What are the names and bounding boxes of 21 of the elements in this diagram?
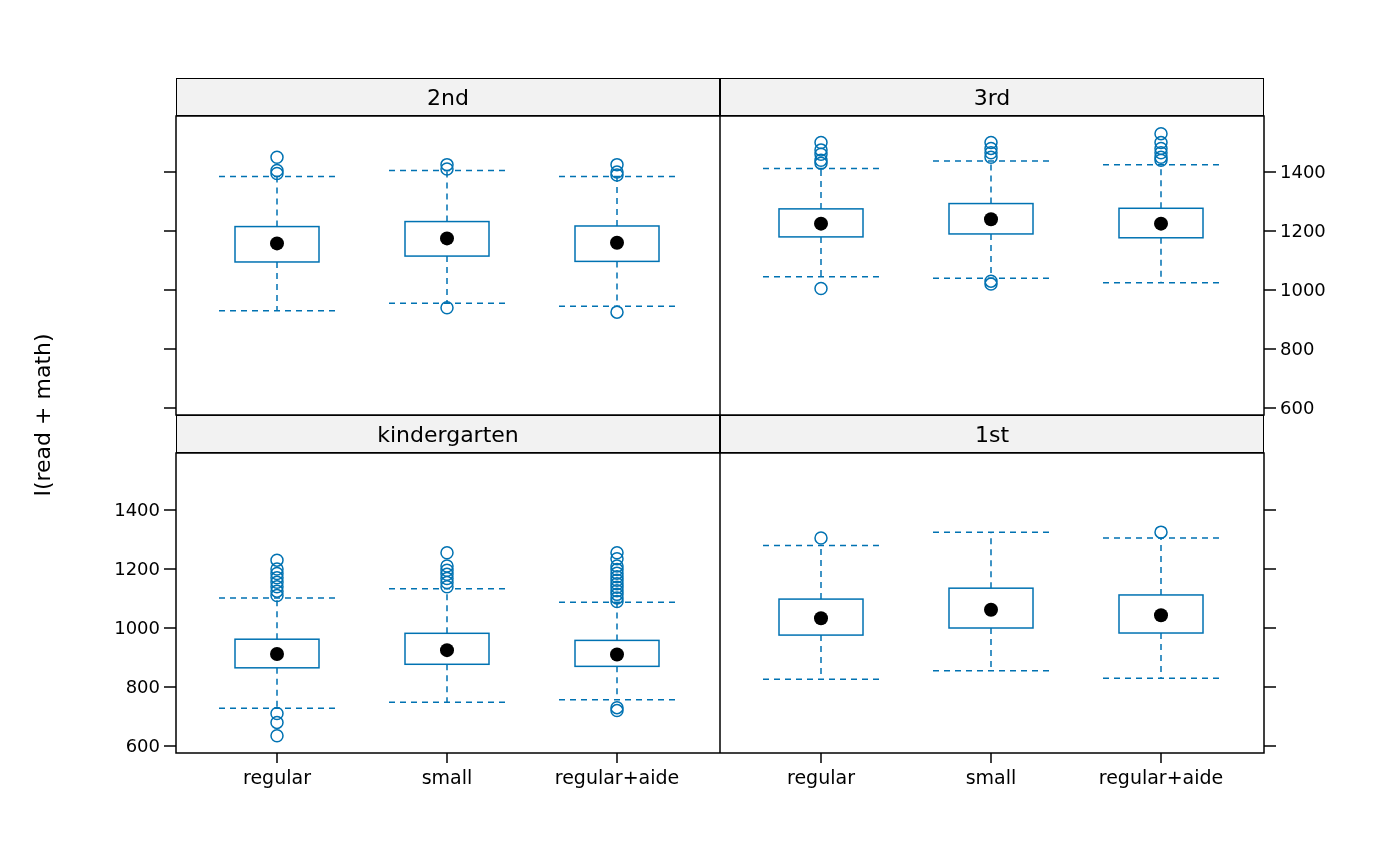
- category-label: regular+aide: [1098, 766, 1224, 788]
- tick-label: 1400: [1280, 163, 1326, 181]
- category-label: regular: [243, 766, 311, 788]
- panel-title: 2nd: [176, 78, 720, 116]
- tick-label: 1200: [1280, 222, 1326, 240]
- axis-title: I(read + math): [29, 333, 55, 497]
- tick-label: 800: [125, 678, 160, 696]
- panel-title: kindergarten: [176, 415, 720, 453]
- category-label: regular+aide: [554, 766, 680, 788]
- tick-label: 600: [1280, 399, 1315, 417]
- panel-title: 3rd: [720, 78, 1264, 116]
- category-label: small: [421, 766, 473, 788]
- tick-label: 1200: [114, 560, 160, 578]
- panel-title: 1st: [720, 415, 1264, 453]
- tick-label: 600: [125, 737, 160, 755]
- category-label: regular: [787, 766, 855, 788]
- tick-label: 1400: [114, 501, 160, 519]
- tick-label: 1000: [1280, 281, 1326, 299]
- category-label: small: [965, 766, 1017, 788]
- tick-label: 800: [1280, 340, 1315, 358]
- tick-label: 1000: [114, 619, 160, 637]
